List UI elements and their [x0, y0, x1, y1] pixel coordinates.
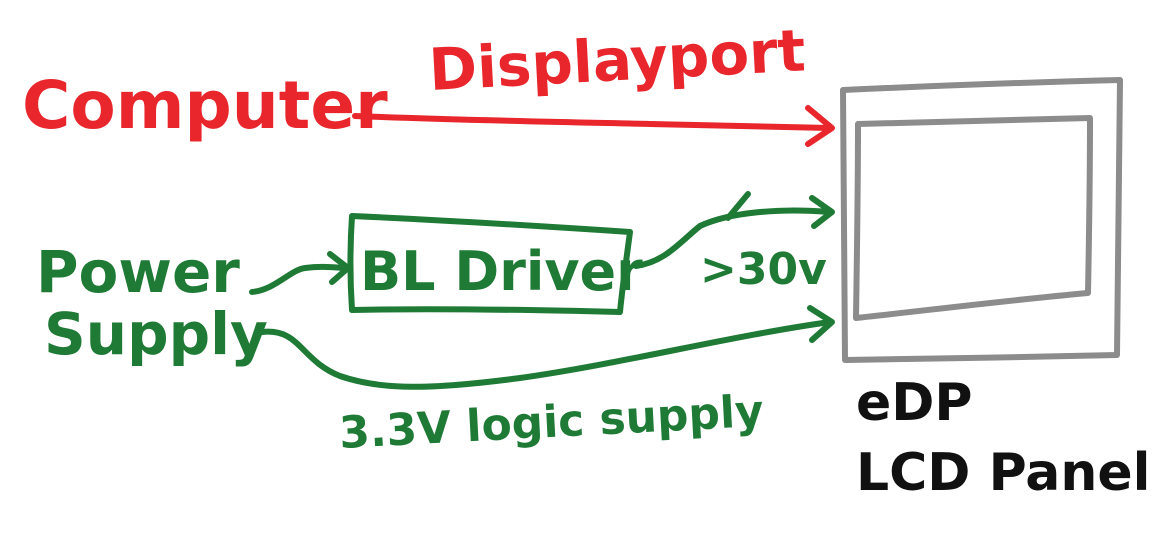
displayport-arrowhead — [805, 105, 835, 147]
bl-driver-box — [347, 213, 633, 315]
bl-driver-label: BL Driver — [360, 240, 643, 303]
logic-supply-arrow — [259, 319, 833, 390]
backlight-slash-mark — [725, 191, 751, 221]
panel-inner-screen — [853, 115, 1093, 321]
displayport-arrow — [352, 113, 833, 131]
power-to-bl-arrowhead — [327, 251, 351, 285]
logic-supply-label: 3.3V logic supply — [338, 386, 765, 459]
displayport-label: Displayport — [427, 16, 807, 104]
panel-label-line1: eDP — [856, 373, 973, 433]
computer-label: Computer — [22, 67, 388, 144]
power-supply-label-line2: Supply — [44, 300, 268, 368]
panel-label-line2: LCD Panel — [856, 443, 1150, 503]
backlight-voltage-label: >30v — [700, 244, 827, 295]
logic-supply-arrowhead — [807, 305, 835, 343]
power-supply-label-line1: Power — [36, 238, 240, 306]
power-to-bl-arrow — [249, 263, 348, 295]
backlight-arrowhead — [809, 195, 835, 229]
backlight-arrow — [633, 207, 833, 269]
panel-outer-frame — [840, 77, 1123, 363]
